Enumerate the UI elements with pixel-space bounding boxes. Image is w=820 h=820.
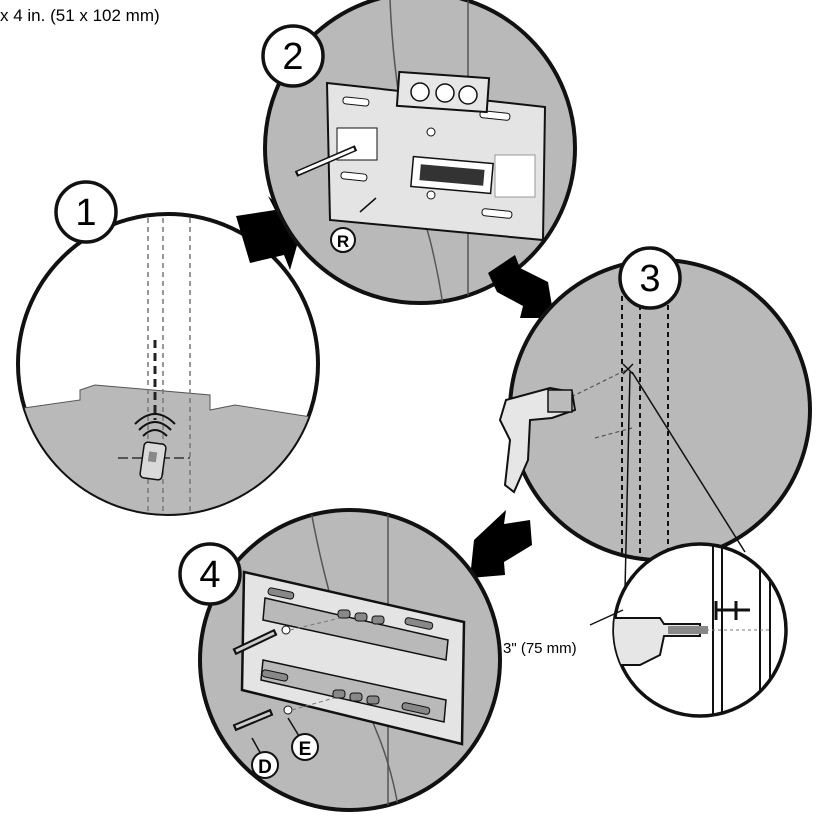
drill-bit-size-caption: x 4 in. (51 x 102 mm) (0, 6, 160, 25)
part-r-badge (330, 227, 356, 253)
step-1-number: 1 (75, 192, 96, 234)
lag-bolt-upper (232, 625, 291, 656)
step-4-badge (178, 542, 242, 606)
step-2-number: 2 (282, 36, 303, 78)
wall-bracket (240, 570, 466, 746)
step-3-panel: 3 (498, 246, 812, 591)
step-4-number: 4 (199, 554, 220, 596)
couch-shape (18, 384, 318, 514)
level-tool (395, 70, 491, 114)
step-3-number: 3 (639, 258, 660, 300)
drill-icon (498, 386, 577, 494)
step-1-badge (54, 180, 118, 244)
arrow-step2-to-step3 (488, 255, 554, 318)
part-d-badge (251, 751, 279, 779)
part-r-label: R (337, 232, 349, 251)
part-e-badge (291, 733, 319, 761)
step-4-panel: 4 D E (178, 508, 502, 812)
wall-plate (325, 81, 547, 242)
lag-bolt-lower (232, 705, 293, 732)
step-3-badge (618, 246, 682, 310)
drill-depth-caption: 3" (75 mm) (503, 640, 577, 657)
part-d-label: D (258, 757, 272, 778)
step-2-panel: 2 R (261, 0, 577, 305)
arrow-step3-to-step4 (470, 510, 532, 578)
step-1-panel: 1 (16, 180, 320, 516)
part-e-label: E (299, 739, 312, 760)
step-2-badge (261, 24, 325, 88)
drill-depth-detail (589, 542, 788, 718)
stud-finder-icon (134, 413, 176, 481)
